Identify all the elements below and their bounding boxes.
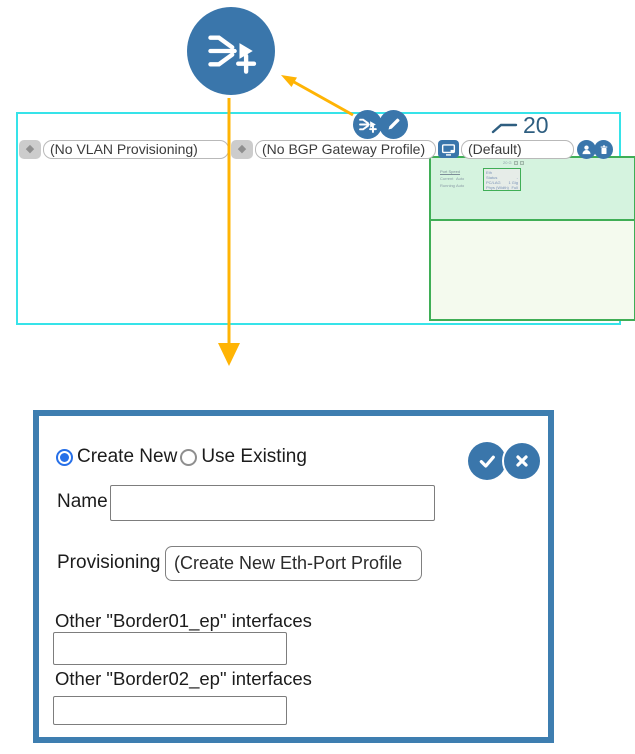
display-icon — [441, 143, 456, 156]
port-profile-dropdown[interactable]: (Default) — [461, 140, 574, 159]
create-new-label: Create New — [77, 446, 178, 467]
edit-button[interactable] — [379, 110, 408, 139]
use-existing-label: Use Existing — [201, 446, 307, 467]
close-icon — [516, 455, 528, 467]
merge-plus-glyph — [208, 35, 257, 74]
preview-note: 20 G — [503, 160, 524, 165]
user-button[interactable] — [577, 140, 596, 159]
other-border02-label: Other "Border02_ep" interfaces — [55, 668, 312, 689]
use-existing-radio[interactable] — [180, 448, 198, 466]
port-preview-lower — [431, 221, 634, 319]
merge-interface-add-button[interactable] — [353, 110, 382, 139]
name-label: Name — [57, 491, 108, 512]
check-icon — [479, 455, 495, 468]
interface-config-panel: 20 ◆ (No VLAN Provisioning) ◆ (No BGP Ga… — [16, 110, 635, 325]
other-border01-label: Other "Border01_ep" interfaces — [55, 610, 312, 631]
delete-button[interactable] — [594, 140, 613, 159]
mode-radio-group: Create New Use Existing — [56, 446, 310, 468]
name-input[interactable] — [110, 485, 435, 521]
merge-interface-add-icon-large — [187, 7, 275, 95]
pencil-icon — [388, 118, 400, 130]
port-profile-button[interactable] — [438, 140, 459, 158]
interface-harpoon-icon — [491, 123, 518, 133]
create-interface-dialog: Create New Use Existing Name Provisionin… — [33, 410, 554, 743]
merge-plus-glyph — [359, 118, 377, 133]
bgp-gateway-dropdown[interactable]: (No BGP Gateway Profile) — [255, 140, 436, 159]
trash-icon — [600, 144, 607, 154]
vlan-diamond-button[interactable]: ◆ — [19, 140, 41, 159]
diamond-icon: ◆ — [25, 143, 35, 155]
other-border01-input[interactable] — [53, 632, 287, 665]
bgp-diamond-button[interactable]: ◆ — [231, 140, 253, 159]
user-icon — [582, 145, 591, 155]
create-new-radio[interactable] — [56, 448, 73, 466]
vlan-provisioning-dropdown[interactable]: (No VLAN Provisioning) — [43, 140, 229, 159]
interface-count: 20 — [490, 112, 549, 139]
cancel-button[interactable] — [502, 441, 542, 481]
interface-count-value: 20 — [523, 112, 549, 138]
provisioning-label: Provisioning — [57, 552, 161, 573]
provisioning-dropdown[interactable]: (Create New Eth-Port Profile — [165, 546, 422, 581]
diamond-icon: ◆ — [237, 143, 247, 155]
confirm-button[interactable] — [468, 442, 506, 480]
other-border02-input[interactable] — [53, 696, 287, 725]
